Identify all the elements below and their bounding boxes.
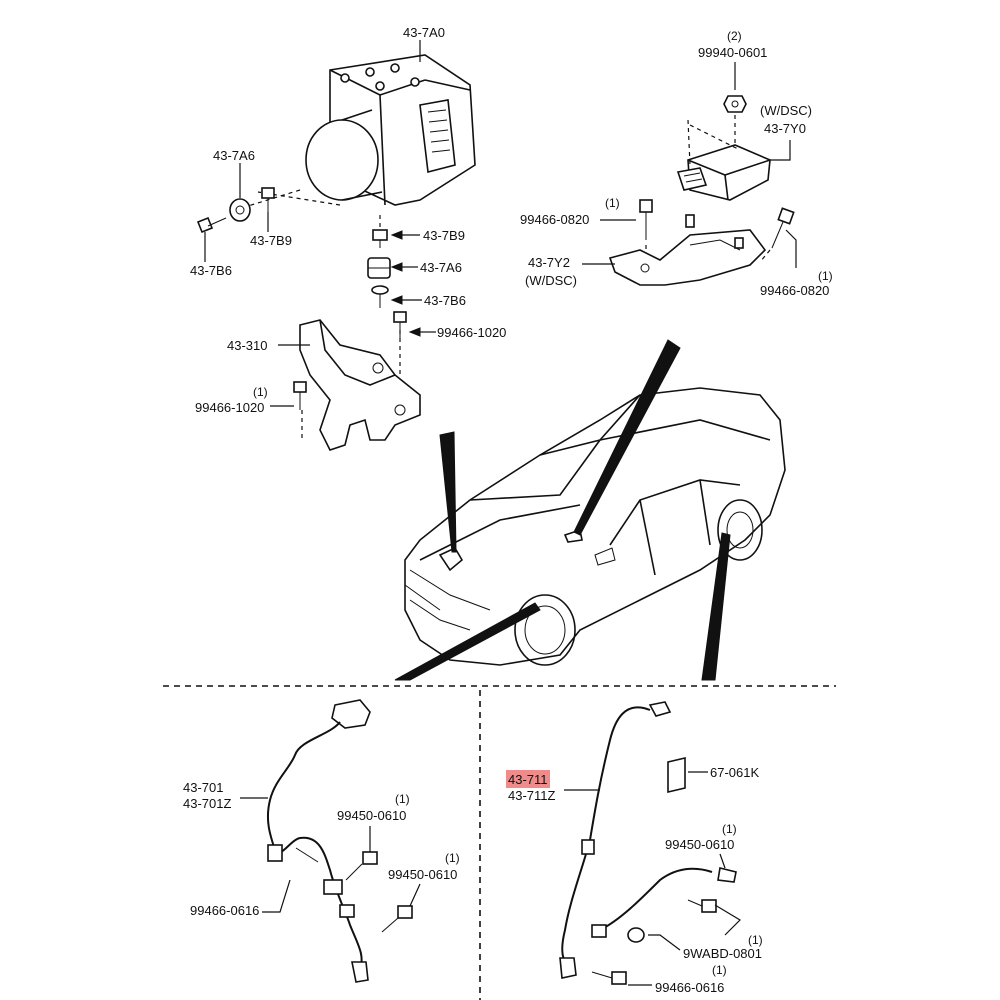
label-front-sensor-a: 43-701: [183, 780, 223, 795]
nut[interactable]: [723, 95, 747, 113]
bushing-right[interactable]: [367, 257, 391, 279]
bolt-right[interactable]: [371, 285, 389, 308]
label-bolt-bracket-right: 99466-1020: [437, 325, 506, 340]
label-rs-bolt2: 99466-0616: [655, 980, 724, 995]
rs-clip[interactable]: [627, 927, 645, 943]
label-bolt-sensor: 99466-0820: [520, 212, 589, 227]
qty-fs-bolt1: (1): [395, 792, 410, 806]
label-yaw-note: (W/DSC): [760, 103, 812, 118]
bolt-bracket-left[interactable]: [293, 381, 307, 410]
bolt-sensor[interactable]: [639, 199, 653, 240]
bolt-bracket-right[interactable]: [393, 311, 407, 340]
abs-bracket[interactable]: [299, 319, 421, 451]
collar-left[interactable]: [261, 187, 275, 212]
bolt-sensor-right[interactable]: [771, 207, 795, 249]
label-rs-clip: 9WABD-0801: [683, 946, 762, 961]
pointer-to-rear: [701, 532, 731, 681]
sensor-bracket[interactable]: [608, 214, 767, 286]
label-bolt-left: 43-7B6: [190, 263, 232, 278]
abs-hydraulic-unit[interactable]: [234, 54, 476, 235]
qty-nut: (2): [727, 29, 742, 43]
label-label-part: 67-061K: [710, 765, 759, 780]
front-wheel-speed-sensor[interactable]: [266, 699, 371, 983]
yaw-rate-sensor[interactable]: [676, 144, 771, 201]
label-fs-bolt2: 99450-0610: [388, 867, 457, 882]
bolt-left[interactable]: [196, 216, 227, 234]
label-sensor-bracket: 43-7Y2: [528, 255, 570, 270]
qty-bolt-bracket-left: (1): [253, 385, 268, 399]
label-yaw-sensor: 43-7Y0: [764, 121, 806, 136]
label-collar-right: 43-7B9: [423, 228, 465, 243]
fs-bolt1[interactable]: [345, 851, 378, 881]
label-fs-bolt1: 99450-0610: [337, 808, 406, 823]
pointer-to-abs: [439, 431, 457, 553]
label-rear-sensor-b: 43-711Z: [508, 788, 556, 803]
label-fs-bolt3: 99466-0616: [190, 903, 259, 918]
label-bolt-sensor-right: 99466-0820: [760, 283, 829, 298]
rear-wheel-speed-sensor[interactable]: [559, 701, 737, 979]
label-bolt-right: 43-7B6: [424, 293, 466, 308]
label-bushing-right: 43-7A6: [420, 260, 462, 275]
fs-bolt2[interactable]: [381, 905, 413, 933]
label-bushing-left: 43-7A6: [213, 148, 255, 163]
qty-fs-bolt2: (1): [445, 851, 460, 865]
qty-rs-bolt1: (1): [722, 822, 737, 836]
label-rear-sensor-a[interactable]: 43-711: [508, 772, 548, 787]
label-abs-unit: 43-7A0: [403, 25, 445, 40]
label-nut: 99940-0601: [698, 45, 767, 60]
qty-rs-clip: (1): [748, 933, 763, 947]
pointer-to-yaw: [573, 339, 681, 536]
label-front-sensor-b: 43-701Z: [183, 796, 231, 811]
rs-bolt2[interactable]: [591, 971, 627, 985]
rs-bolt1[interactable]: [687, 899, 717, 913]
qty-bolt-sensor: (1): [605, 196, 620, 210]
label-bracket: 43-310: [227, 338, 267, 353]
vehicle-illustration: [404, 387, 786, 666]
label-collar-left: 43-7B9: [250, 233, 292, 248]
pointer-to-front: [394, 602, 541, 681]
label-sensor-bracket-note: (W/DSC): [525, 273, 577, 288]
label-plate[interactable]: [667, 756, 686, 794]
highlight-rear-sensor: [506, 770, 550, 788]
collar-right[interactable]: [372, 229, 388, 248]
label-rs-bolt1: 99450-0610: [665, 837, 734, 852]
qty-bolt-sensor-right: (1): [818, 269, 833, 283]
bushing-left[interactable]: [229, 198, 251, 222]
label-bolt-bracket-left: 99466-1020: [195, 400, 264, 415]
qty-rs-bolt2: (1): [712, 963, 727, 977]
